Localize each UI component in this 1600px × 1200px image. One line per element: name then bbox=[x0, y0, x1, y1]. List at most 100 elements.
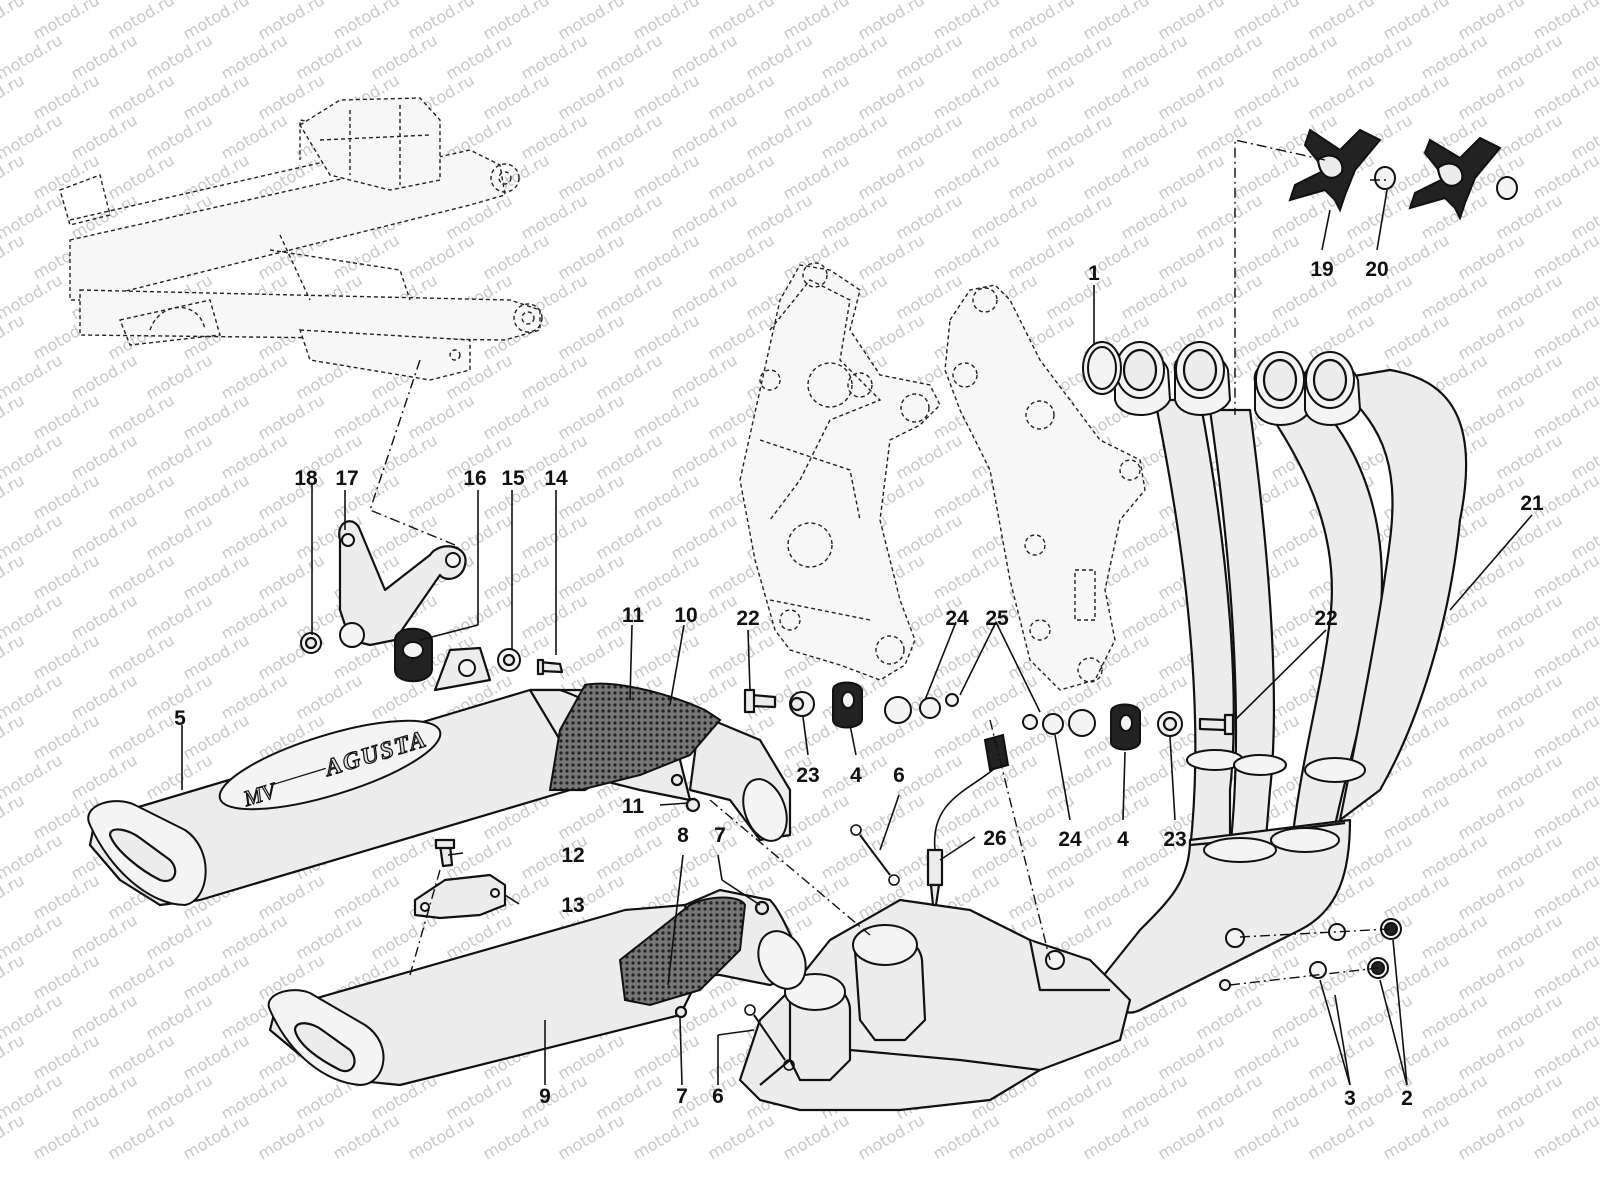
watermark-text: motod.ru bbox=[218, 1070, 291, 1123]
watermark-text: motod.ru bbox=[68, 910, 141, 963]
watermark-text: motod.ru bbox=[68, 110, 141, 163]
watermark-text: motod.ru bbox=[1530, 1110, 1600, 1163]
watermark-text: motod.ru bbox=[1530, 710, 1600, 763]
callout-16: 16 bbox=[463, 467, 486, 490]
watermark-text: motod.ru bbox=[1005, 70, 1078, 123]
heat-shield-upper bbox=[548, 682, 722, 791]
watermark-text: motod.ru bbox=[780, 150, 853, 203]
watermark-text: motod.ru bbox=[593, 190, 666, 243]
watermark-text: motod.ru bbox=[218, 590, 291, 643]
watermark-text: motod.ru bbox=[1418, 30, 1491, 83]
callout-13: 13 bbox=[561, 894, 584, 917]
watermark-text: motod.ru bbox=[1268, 990, 1341, 1043]
watermark-text: motod.ru bbox=[143, 990, 216, 1043]
watermark-text: motod.ru bbox=[1005, 0, 1078, 43]
watermark-text: motod.ru bbox=[630, 0, 703, 43]
watermark-text: motod.ru bbox=[1493, 430, 1566, 483]
watermark-text: motod.ru bbox=[68, 510, 141, 563]
watermark-text: motod.ru bbox=[405, 1110, 478, 1163]
watermark-text: motod.ru bbox=[480, 1110, 553, 1163]
watermark-text: motod.ru bbox=[30, 630, 103, 683]
watermark-text: motod.ru bbox=[893, 30, 966, 83]
watermark-text: motod.ru bbox=[668, 110, 741, 163]
watermark-text: motod.ru bbox=[1043, 1070, 1116, 1123]
callout-10: 10 bbox=[674, 604, 697, 627]
watermark-text: motod.ru bbox=[705, 230, 778, 283]
watermark-text: motod.ru bbox=[1493, 750, 1566, 803]
watermark-text: motod.ru bbox=[780, 870, 853, 923]
watermark-text: motod.ru bbox=[1043, 270, 1116, 323]
callout-23-right: 23 bbox=[1163, 828, 1186, 851]
watermark-text: motod.ru bbox=[218, 430, 291, 483]
watermark-text: motod.ru bbox=[105, 550, 178, 603]
watermark-text: motod.ru bbox=[593, 110, 666, 163]
watermark-text: motod.ru bbox=[1080, 870, 1153, 923]
watermark-text: motod.ru bbox=[105, 150, 178, 203]
watermark-text: motod.ru bbox=[180, 1030, 253, 1083]
watermark-text: motod.ru bbox=[255, 390, 328, 443]
watermark-text: motod.ru bbox=[293, 910, 366, 963]
muffler-clamp bbox=[413, 873, 507, 920]
watermark-text: motod.ru bbox=[818, 30, 891, 83]
watermark-text: motod.ru bbox=[555, 390, 628, 443]
watermark-text: motod.ru bbox=[443, 30, 516, 83]
watermark-text: motod.ru bbox=[1193, 270, 1266, 323]
callout-4-right: 4 bbox=[1117, 828, 1129, 851]
watermark-text: motod.ru bbox=[968, 30, 1041, 83]
washer-lower bbox=[1309, 961, 1327, 979]
watermark-text: motod.ru bbox=[593, 1070, 666, 1123]
watermark-text: motod.ru bbox=[1455, 870, 1528, 923]
watermark-text: motod.ru bbox=[780, 1110, 853, 1163]
watermark-text: motod.ru bbox=[1493, 110, 1566, 163]
watermark-text: motod.ru bbox=[1155, 150, 1228, 203]
watermark-text: motod.ru bbox=[368, 30, 441, 83]
watermark-text: motod.ru bbox=[780, 70, 853, 123]
watermark-text: motod.ru bbox=[893, 110, 966, 163]
heat-shield-lower bbox=[618, 896, 747, 1007]
watermark-text: motod.ru bbox=[1455, 1110, 1528, 1163]
watermark-text: motod.ru bbox=[330, 1110, 403, 1163]
watermark-text: motod.ru bbox=[1530, 0, 1600, 43]
watermark-text: motod.ru bbox=[1118, 190, 1191, 243]
watermark-text: motod.ru bbox=[1530, 870, 1600, 923]
watermark-text: motod.ru bbox=[1530, 550, 1600, 603]
muffler-lower bbox=[267, 888, 807, 1087]
watermark-text: motod.ru bbox=[1118, 30, 1191, 83]
watermark-text: motod.ru bbox=[105, 470, 178, 523]
watermark-text: motod.ru bbox=[518, 350, 591, 403]
callout-4-left: 4 bbox=[850, 764, 862, 787]
watermark-text: motod.ru bbox=[1230, 70, 1303, 123]
watermark-text: motod.ru bbox=[180, 70, 253, 123]
watermark-text: motod.ru bbox=[30, 0, 103, 43]
watermark-text: motod.ru bbox=[818, 110, 891, 163]
watermark-text: motod.ru bbox=[0, 70, 28, 123]
watermark-text: motod.ru bbox=[1418, 990, 1491, 1043]
watermark-text: motod.ru bbox=[1080, 150, 1153, 203]
watermark-text: motod.ru bbox=[555, 70, 628, 123]
watermark-text: motod.ru bbox=[1305, 1110, 1378, 1163]
watermark-text: motod.ru bbox=[1118, 1070, 1191, 1123]
watermark-text: motod.ru bbox=[1080, 1110, 1153, 1163]
watermark-text: motod.ru bbox=[1118, 590, 1191, 643]
watermark-text: motod.ru bbox=[218, 110, 291, 163]
watermark-text: motod.ru bbox=[330, 230, 403, 283]
muffler-bracket bbox=[338, 520, 467, 648]
callout-3: 3 bbox=[1344, 1087, 1356, 1110]
watermark-text: motod.ru bbox=[668, 510, 741, 563]
watermark-text: motod.ru bbox=[630, 470, 703, 523]
exhaust-header-pipes bbox=[738, 341, 1468, 1112]
watermark-text: motod.ru bbox=[1230, 230, 1303, 283]
watermark-text: motod.ru bbox=[0, 390, 28, 443]
watermark-text: motod.ru bbox=[855, 230, 928, 283]
watermark-text: motod.ru bbox=[855, 70, 928, 123]
watermark-text: motod.ru bbox=[30, 150, 103, 203]
watermark-text: motod.ru bbox=[105, 1030, 178, 1083]
watermark-text: motod.ru bbox=[1118, 270, 1191, 323]
callout-25: 25 bbox=[985, 607, 1009, 630]
watermark-text: motod.ru bbox=[555, 790, 628, 843]
watermark-text: motod.ru bbox=[1343, 910, 1416, 963]
watermark-text: motod.ru bbox=[1493, 270, 1566, 323]
watermark-text: motod.ru bbox=[630, 630, 703, 683]
watermark-text: motod.ru bbox=[630, 230, 703, 283]
watermark-text: motod.ru bbox=[1493, 910, 1566, 963]
